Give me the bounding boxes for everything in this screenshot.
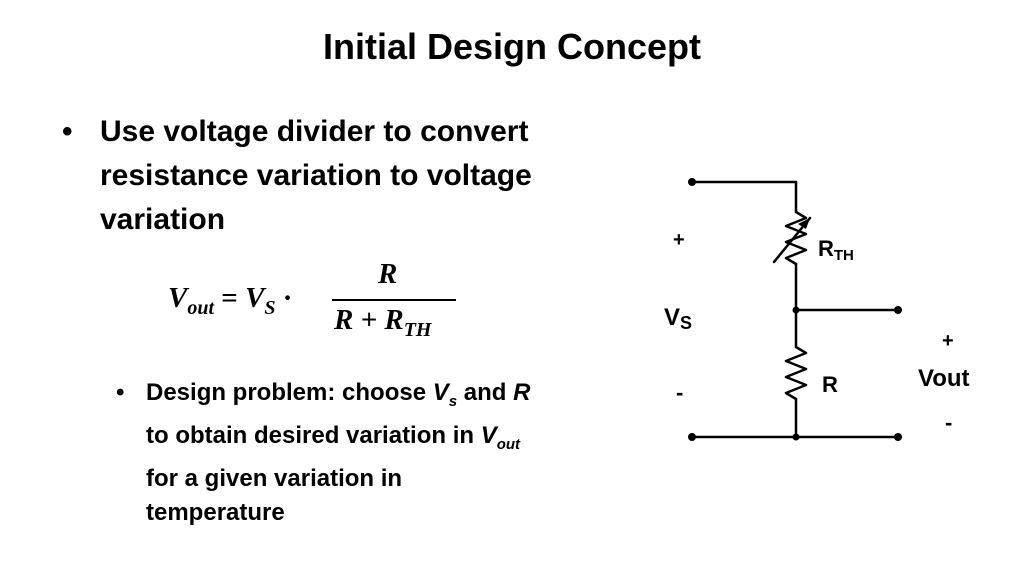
formula-vs-sub: S <box>264 296 276 319</box>
thermistor-arrow-head <box>798 218 810 229</box>
vout-plus-label: + <box>942 330 954 352</box>
sub-bullet-part1: Design problem: choose <box>146 379 433 406</box>
formula-vs: V <box>245 282 265 314</box>
sub-bullet-part2: and <box>457 379 514 406</box>
sub-bullet-text: Design problem: choose Vs and R to obtai… <box>146 376 536 530</box>
sub-bullet-vout: V <box>480 421 497 449</box>
voltage-divider-formula: Vout = VS · R R + RTH <box>168 258 468 350</box>
formula-vout: V <box>168 282 188 314</box>
fraction-bar <box>332 299 456 301</box>
vout-bottom-terminal <box>894 433 902 441</box>
sub-bullet-part4: for a given variation in temperature <box>146 464 403 526</box>
vs-label: VS <box>664 304 692 333</box>
vs-minus-label: - <box>676 380 683 405</box>
bullet-marker: • <box>62 115 73 148</box>
formula-vout-sub: out <box>187 296 215 319</box>
formula-lhs: Vout = VS · <box>168 282 300 320</box>
sub-bullet-r: R <box>513 379 531 406</box>
voltage-divider-circuit: + VS - RTH R + Vout - <box>664 178 970 441</box>
sub-bullet-marker: • <box>116 379 125 406</box>
formula-denominator-r: R + R <box>334 304 404 336</box>
vout-top-terminal <box>894 306 902 314</box>
bottom-junction <box>792 433 800 441</box>
formula-dot: · <box>275 282 300 314</box>
vout-minus-label: - <box>945 410 952 435</box>
sub-bullet-vout-sub: out <box>496 435 521 453</box>
formula-denominator-sub: TH <box>403 318 432 341</box>
vs-plus-label: + <box>673 229 685 251</box>
r-label: R <box>822 372 838 397</box>
formula-numerator: R <box>378 258 398 290</box>
sub-bullet-vs: V <box>432 379 449 406</box>
fixed-resistor <box>784 345 808 401</box>
vout-label: Vout <box>918 365 970 392</box>
mid-junction <box>792 306 800 314</box>
thermistor-resistor <box>784 210 808 266</box>
main-bullet-text: Use voltage divider to convert resistanc… <box>100 115 532 236</box>
top-left-terminal <box>688 178 696 186</box>
rth-label: RTH <box>818 236 854 264</box>
formula-equals: = <box>214 282 246 314</box>
sub-bullet-part3: to obtain desired variation in <box>146 421 481 449</box>
bottom-left-terminal <box>688 433 696 441</box>
sub-bullet-vs-sub: s <box>448 392 458 410</box>
formula-denominator: R + RTH <box>334 304 432 342</box>
slide-title: Initial Design Concept <box>322 26 702 67</box>
